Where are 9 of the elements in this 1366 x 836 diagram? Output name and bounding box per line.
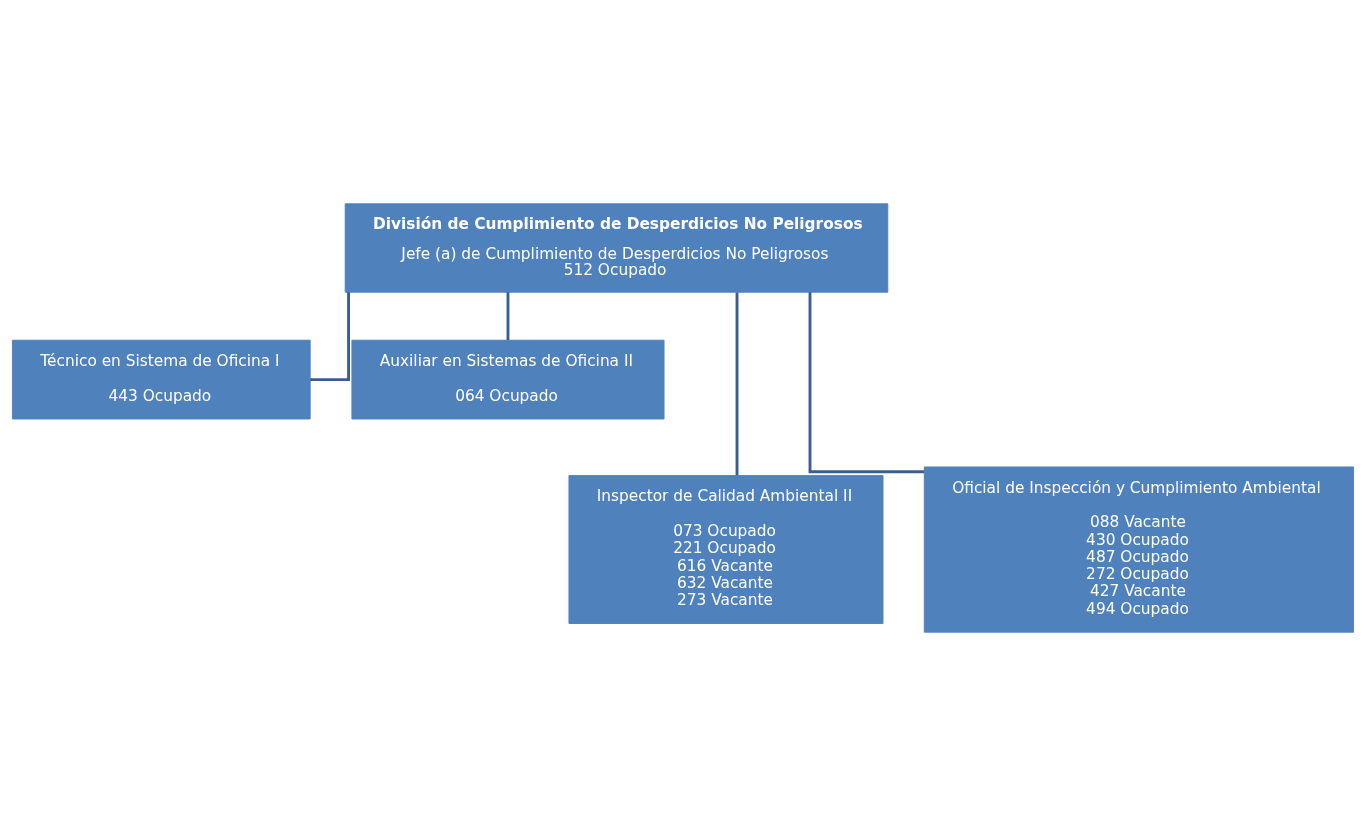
connector bbox=[808, 292, 925, 474]
node-box: Oficial de Inspección y Cumplimiento Ambiental 088 Vacante 430 Ocupado 487 Ocupado 272 Ocupado 427 Vacante 494 Ocupado bbox=[923, 466, 1355, 633]
node-box: Técnico en Sistema de Oficina I 443 Ocupado bbox=[11, 339, 311, 420]
node-box: Inspector de Calidad Ambiental II 073 Ocupado 221 Ocupado 616 Vacante 632 Vacante 273 Vacante bbox=[568, 475, 884, 624]
node-box: Auxiliar en Sistemas de Oficina II 064 Ocupado bbox=[351, 339, 665, 420]
connector bbox=[506, 292, 510, 341]
node-box: División de Cumplimiento de Desperdicios No Peligrosos Jefe (a) de Cumplimiento de Desperdicios No Peligrosos 512 Ocupado bbox=[344, 203, 889, 293]
connector bbox=[310, 292, 350, 382]
connector bbox=[735, 292, 739, 476]
